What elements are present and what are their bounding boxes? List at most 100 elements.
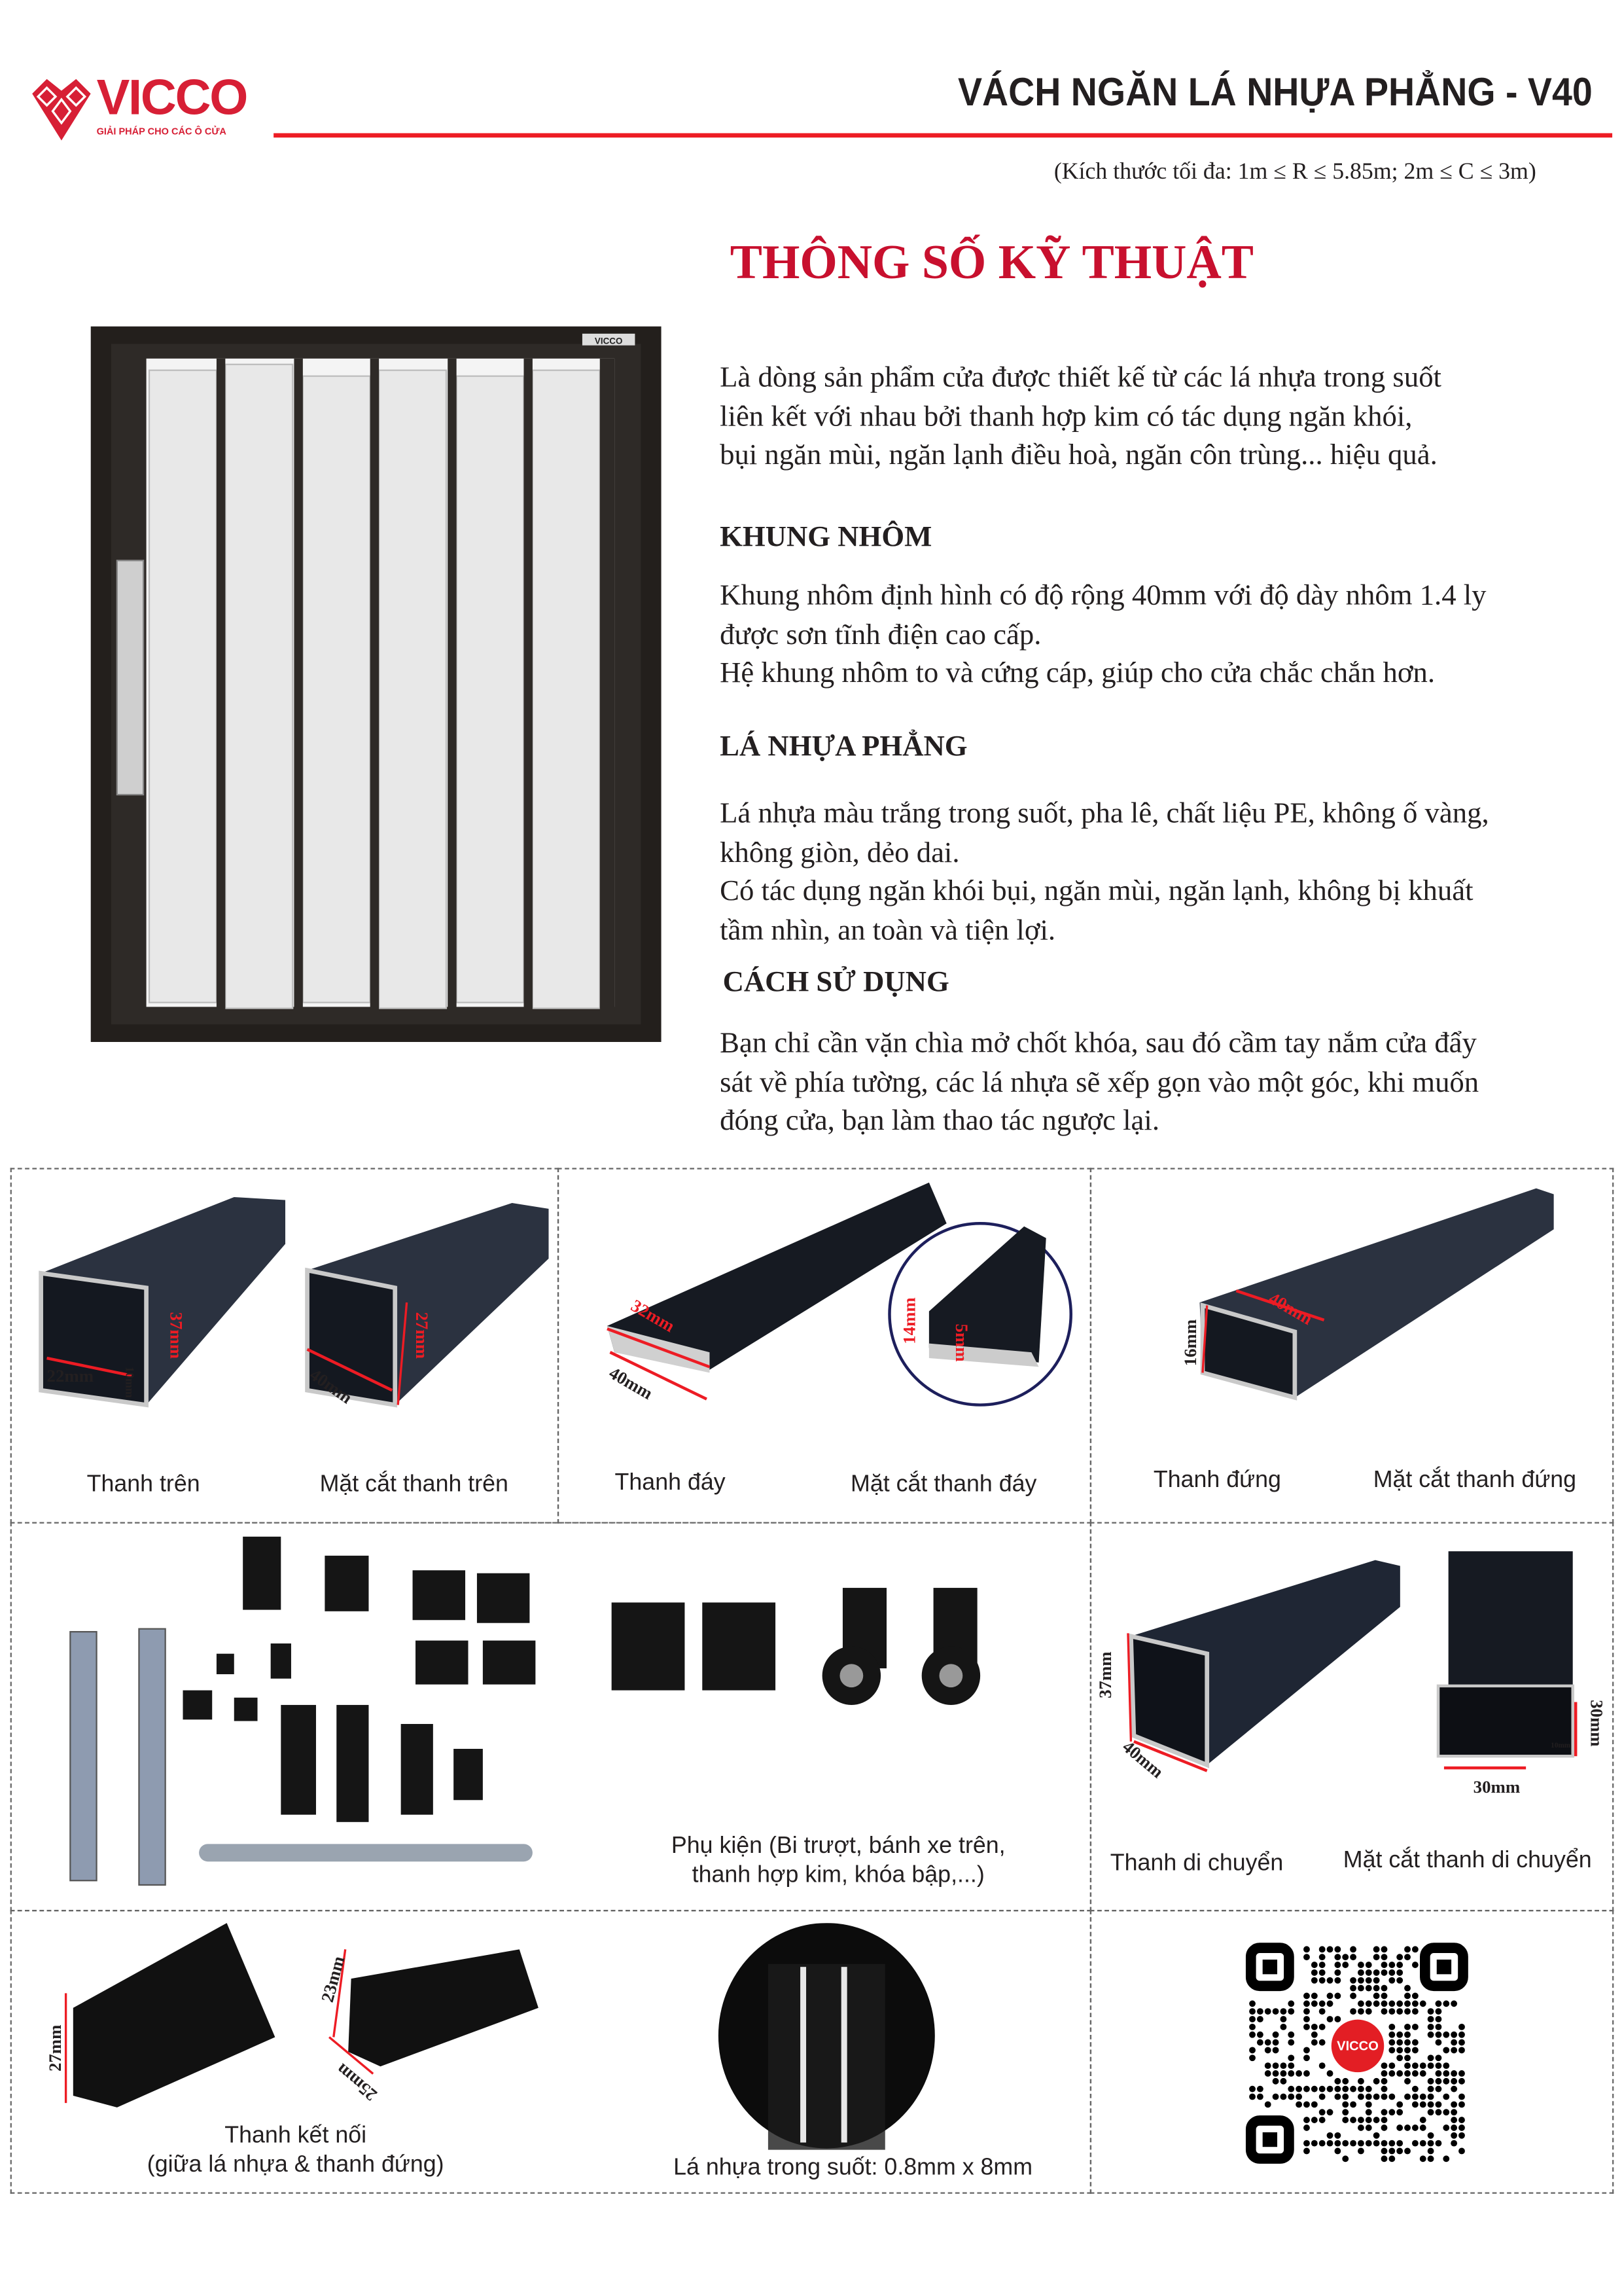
qr-module — [1288, 2054, 1295, 2062]
qr-module — [1365, 2000, 1372, 2007]
qr-module — [1296, 2101, 1303, 2108]
qr-module — [1396, 1962, 1403, 1968]
qr-module — [1303, 1946, 1310, 1953]
qr-module — [1427, 2109, 1434, 2116]
qr-module — [1303, 2147, 1310, 2155]
qr-module — [1272, 2062, 1279, 2070]
qr-module — [1280, 2093, 1287, 2100]
qr-module — [1411, 2039, 1419, 2046]
dim-label: 14mm — [899, 1297, 920, 1344]
qr-module — [1435, 2039, 1442, 2046]
qr-module — [1272, 2077, 1279, 2085]
qr-module — [1396, 2070, 1403, 2077]
qr-module — [1396, 2109, 1403, 2116]
caption-connector-bar: Thanh kết nối (giữa lá nhựa & thanh đứng… — [147, 2122, 444, 2180]
qr-code[interactable]: VICCO — [1244, 1941, 1471, 2166]
qr-module — [1427, 2093, 1434, 2100]
qr-module — [1396, 2000, 1403, 2007]
qr-module — [1451, 2085, 1458, 2092]
qr-module — [1411, 1962, 1419, 1968]
qr-module — [1303, 2008, 1310, 2015]
specs-heading: THÔNG SỐ KỸ THUẬT — [730, 237, 1254, 290]
qr-module — [1443, 2062, 1450, 2070]
qr-module — [1381, 2117, 1388, 2123]
qr-module — [1388, 2140, 1396, 2147]
qr-module — [1443, 2077, 1450, 2085]
qr-module — [1435, 2031, 1442, 2038]
qr-module — [1350, 2101, 1356, 2108]
qr-module — [1427, 2101, 1434, 2108]
qr-module — [1334, 2085, 1341, 2092]
qr-module — [1435, 2109, 1442, 2116]
qr-module — [1396, 1954, 1403, 1961]
qr-module — [1358, 1984, 1364, 1992]
qr-module — [1311, 2031, 1318, 2038]
qr-module — [1303, 2085, 1310, 2092]
qr-module — [1388, 2155, 1396, 2162]
qr-module — [1396, 2140, 1403, 2147]
qr-module — [1404, 2039, 1411, 2046]
qr-module — [1381, 1969, 1388, 1976]
intro-line: bụi ngăn mùi, ngăn lạnh điều hoà, ngăn c… — [720, 439, 1438, 472]
qr-module — [1326, 2016, 1333, 2022]
qr-module — [1280, 2008, 1287, 2015]
qr-module — [1396, 2054, 1403, 2062]
qr-module — [1311, 2101, 1318, 2108]
qr-module — [1303, 2047, 1310, 2054]
qr-module — [1303, 2101, 1310, 2108]
qr-module — [1404, 1984, 1411, 1992]
qr-module — [1388, 2000, 1396, 2007]
qr-module — [1388, 2039, 1396, 2046]
qr-module — [1435, 2085, 1442, 2092]
qr-module — [1318, 1954, 1326, 1961]
qr-module — [1342, 2093, 1349, 2100]
qr-module — [1350, 1946, 1356, 1953]
text-line: không giòn, dẻo dai. — [720, 836, 960, 869]
qr-module — [1427, 2132, 1434, 2139]
qr-module — [1404, 2070, 1411, 2077]
qr-module — [1404, 2125, 1411, 2131]
qr-module — [1404, 2054, 1411, 2062]
qr-module — [1264, 2047, 1271, 2054]
qr-module — [1326, 2109, 1333, 2116]
qr-module — [1404, 2077, 1411, 2085]
plastic-slat-image — [718, 1923, 935, 2150]
qr-module — [1318, 2085, 1326, 2092]
qr-module — [1381, 2147, 1388, 2155]
qr-module — [1318, 1962, 1326, 1968]
qr-module — [1334, 1969, 1341, 1976]
qr-module — [1396, 2125, 1403, 2131]
qr-module — [1404, 1992, 1411, 2000]
qr-module — [1419, 2140, 1426, 2147]
qr-module — [1396, 1977, 1403, 1984]
qr-module — [1303, 2023, 1310, 2030]
vertical-bar-images — [1199, 1188, 1554, 1401]
qr-module — [1419, 2155, 1426, 2162]
qr-module — [1334, 2132, 1341, 2139]
qr-module — [1404, 2031, 1411, 2038]
qr-module — [1411, 2000, 1419, 2007]
qr-module — [1350, 2117, 1356, 2123]
qr-module — [1373, 2093, 1380, 2100]
qr-module — [1435, 2062, 1442, 2070]
caption-line: thanh hợp kim, khóa bập,...) — [692, 1863, 985, 1888]
qr-module — [1249, 2008, 1256, 2015]
qr-module — [1311, 2085, 1318, 2092]
qr-module — [1458, 2031, 1465, 2038]
text-line: Có tác dụng ngăn khói bụi, ngăn mùi, ngă… — [720, 876, 1474, 908]
qr-module — [1350, 2140, 1356, 2147]
text-line: Lá nhựa màu trắng trong suốt, pha lê, ch… — [720, 797, 1489, 830]
qr-module — [1427, 2085, 1434, 2092]
qr-module — [1249, 2031, 1256, 2038]
qr-module — [1404, 1954, 1411, 1961]
qr-module — [1342, 2140, 1349, 2147]
qr-module — [1318, 2140, 1326, 2147]
qr-module — [1451, 2125, 1458, 2131]
qr-module — [1381, 2008, 1388, 2015]
qr-module — [1427, 2147, 1434, 2155]
qr-module — [1303, 2070, 1310, 2077]
qr-module — [1458, 2077, 1465, 2085]
qr-module — [1388, 1977, 1396, 1984]
qr-module — [1404, 2147, 1411, 2155]
